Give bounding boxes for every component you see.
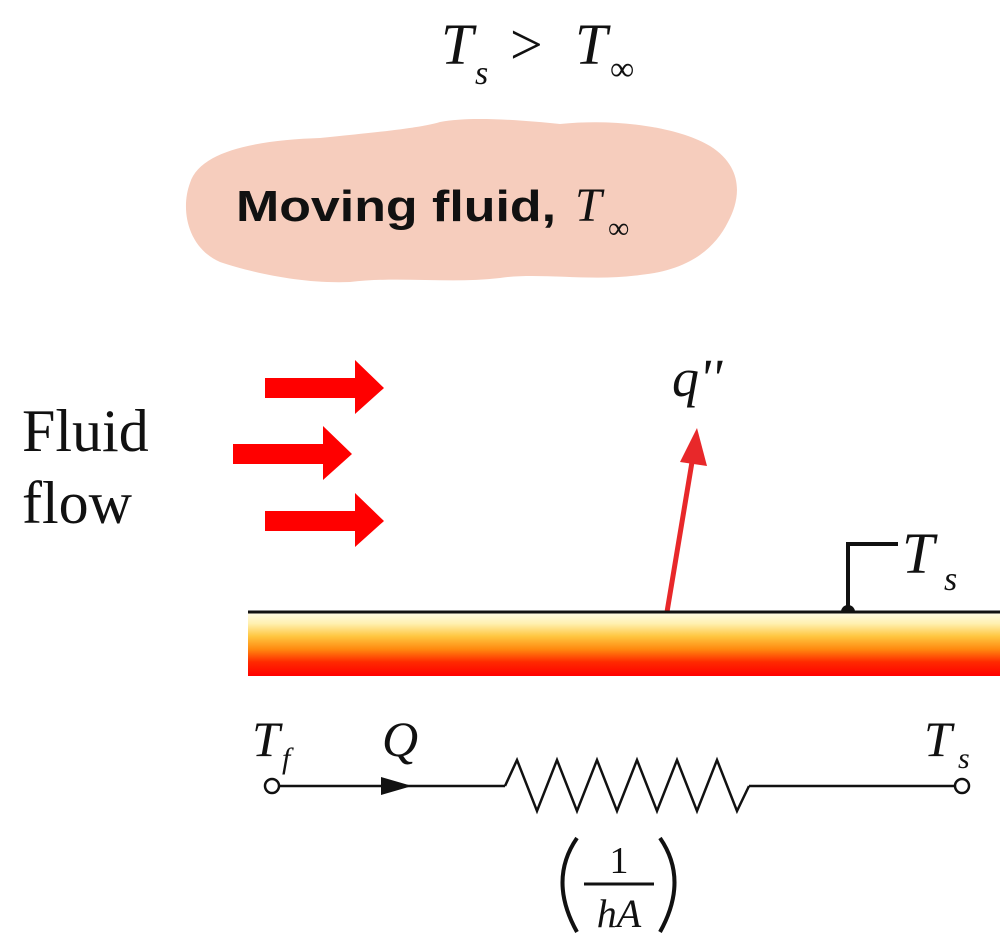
- right-node-label: T s: [924, 711, 970, 775]
- condition-left-sub: s: [475, 55, 488, 92]
- right-node-terminal: [953, 777, 971, 795]
- condition-label: T s > T ∞: [441, 12, 634, 92]
- surface-temp-sub: s: [944, 561, 957, 598]
- surface-temp-leader: [846, 542, 898, 612]
- fluid-label-symbol: T: [575, 179, 605, 232]
- flow-arrows: [233, 360, 384, 547]
- surface-temp-label: T s: [902, 521, 957, 598]
- resistance-numerator: 1: [610, 840, 629, 882]
- heated-plate: [248, 612, 1000, 676]
- resistance-denominator: hA: [597, 891, 642, 936]
- condition-right-symbol: T: [575, 12, 611, 77]
- heat-flux-arrow: [664, 428, 707, 613]
- resistance-left-paren: [560, 836, 579, 933]
- right-node-symbol: T: [924, 711, 955, 767]
- left-node-terminal: [263, 777, 281, 795]
- fluid-label-text: Moving fluid,: [236, 182, 556, 231]
- fluid-label: Moving fluid, T ∞: [236, 179, 629, 245]
- heat-flux-label: q'': [672, 348, 724, 408]
- condition-left-symbol: T: [441, 12, 477, 77]
- flow-arrow-3: [265, 493, 384, 547]
- condition-operator: >: [510, 12, 543, 77]
- left-node-sub: f: [282, 742, 294, 775]
- thermal-circuit: [263, 756, 971, 815]
- left-node-symbol: T: [252, 711, 283, 767]
- resistance-right-paren: [658, 836, 677, 933]
- flow-label-line1: Fluid: [22, 398, 149, 464]
- condition-right-sub: ∞: [610, 51, 634, 88]
- current-arrowhead: [381, 777, 412, 795]
- resistance-label: 1 hA: [560, 836, 677, 936]
- fluid-blob: [185, 118, 737, 283]
- flow-arrow-2: [233, 426, 352, 480]
- current-label: Q: [382, 711, 418, 767]
- flow-label-line2: flow: [22, 470, 133, 536]
- surface-temp-symbol: T: [902, 521, 938, 586]
- resistor: [503, 756, 751, 815]
- fluid-label-sub: ∞: [608, 212, 629, 245]
- left-node-label: T f: [252, 711, 294, 775]
- flow-label: Fluid flow: [22, 398, 149, 536]
- right-node-sub: s: [958, 742, 970, 775]
- flow-arrow-1: [265, 360, 384, 414]
